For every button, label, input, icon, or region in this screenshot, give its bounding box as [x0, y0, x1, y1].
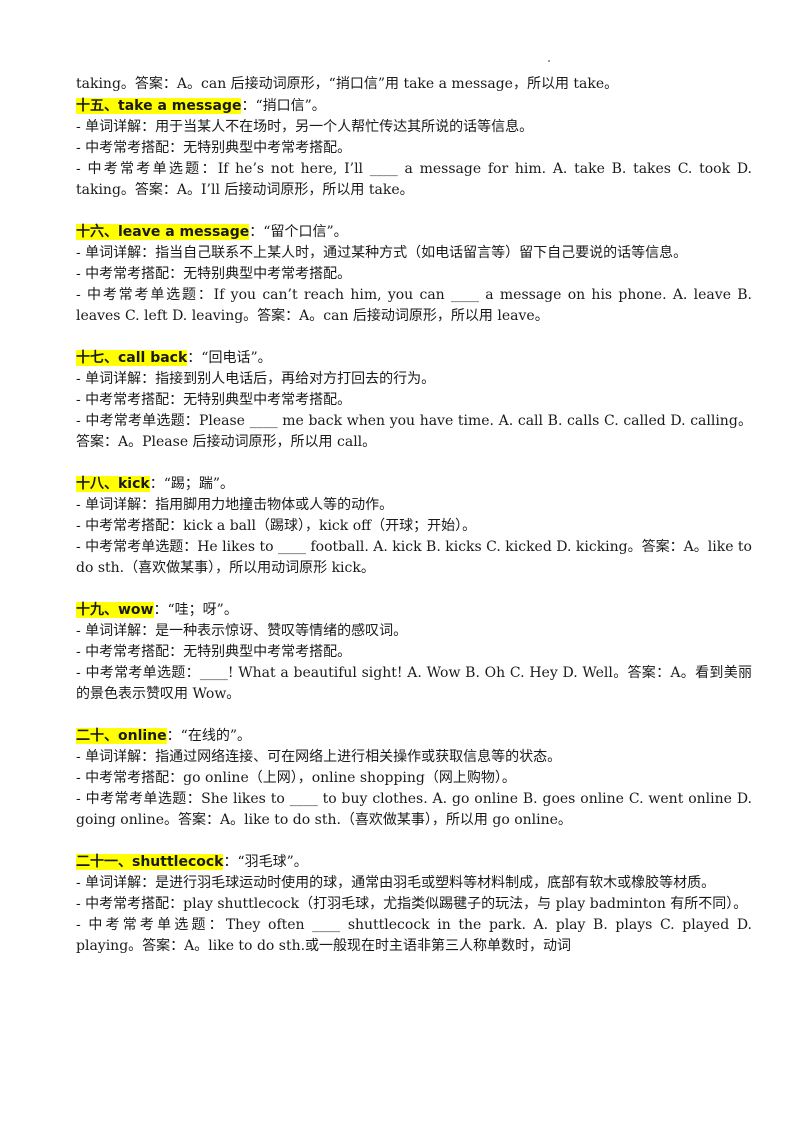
entry-line: - 中考常考单选题：____! What a beautiful sight! … [76, 665, 752, 702]
entry-term-highlight: 二十一、shuttlecock [76, 854, 224, 870]
vocab-entry: 十八、kick：“踢；踹”。 - 单词详解：指用脚用力地撞击物体或人等的动作。 - … [76, 473, 752, 579]
entry-line: - 单词详解：指接到别人电话后，再给对方打回去的行为。 [76, 371, 436, 387]
entry-line: - 中考常考搭配：无特别典型中考常考搭配。 [76, 266, 352, 282]
vocab-entry: 十六、leave a message：“留个口信”。 - 单词详解：指当自己联系不… [76, 221, 752, 327]
entry-heading: 十九、wow：“哇；呀”。 [76, 599, 752, 621]
entry-heading: 十六、leave a message：“留个口信”。 [76, 221, 752, 243]
document-body: taking。答案：A。can 后接动词原形，“捎口信”用 take a mes… [76, 74, 752, 957]
vocab-entry: 十七、call back：“回电话”。 - 单词详解：指接到别人电话后，再给对方打… [76, 347, 752, 453]
entry-term-highlight: 十八、kick [76, 476, 150, 492]
entry-term-highlight: 十五、take a message [76, 98, 242, 114]
entry-line: - 单词详解：是进行羽毛球运动时使用的球，通常由羽毛或塑料等材料制成，底部有软木… [76, 875, 716, 891]
entry-line: - 中考常考单选题：They often ____ shuttlecock in… [76, 917, 752, 954]
intro-text: taking。答案：A。can 后接动词原形，“捎口信”用 take a mes… [76, 76, 619, 92]
entry-line: - 中考常考搭配：go online（上网），online shopping（网… [76, 770, 516, 786]
entry-heading: 十八、kick：“踢；踹”。 [76, 473, 752, 495]
entry-line: - 中考常考单选题：If you can’t reach him, you ca… [76, 287, 752, 324]
entry-term-highlight: 二十、online [76, 728, 167, 744]
entry-line: - 中考常考单选题：She likes to ____ to buy cloth… [76, 791, 752, 828]
vocab-entry: 二十、online：“在线的”。 - 单词详解：指通过网络连接、可在网络上进行相关… [76, 725, 752, 831]
entry-line: - 中考常考搭配：无特别典型中考常考搭配。 [76, 644, 352, 660]
vocab-entry: 十九、wow：“哇；呀”。 - 单词详解：是一种表示惊讶、赞叹等情绪的感叹词。 - … [76, 599, 752, 705]
entry-meaning: ：“哇；呀”。 [153, 602, 238, 618]
vocab-entry: 十五、take a message：“捎口信”。 - 单词详解：用于当某人不在场时… [76, 95, 752, 201]
entry-meaning: ：“回电话”。 [187, 350, 272, 366]
entry-line: - 单词详解：指通过网络连接、可在网络上进行相关操作或获取信息等的状态。 [76, 749, 562, 765]
entry-meaning: ：“在线的”。 [166, 728, 251, 744]
entry-heading: 十七、call back：“回电话”。 [76, 347, 752, 369]
entry-line: - 中考常考搭配：无特别典型中考常考搭配。 [76, 140, 352, 156]
vocabulary-sections: 十五、take a message：“捎口信”。 - 单词详解：用于当某人不在场时… [76, 95, 752, 957]
entry-term-highlight: 十九、wow [76, 602, 154, 618]
entry-line: - 单词详解：是一种表示惊讶、赞叹等情绪的感叹词。 [76, 623, 408, 639]
entry-line: - 中考常考搭配：play shuttlecock（打羽毛球，尤指类似踢毽子的玩… [76, 896, 748, 912]
entry-heading: 十五、take a message：“捎口信”。 [76, 95, 752, 117]
entry-meaning: ：“捎口信”。 [241, 98, 326, 114]
entry-line: - 单词详解：指当自己联系不上某人时，通过某种方式（如电话留言等）留下自己要说的… [76, 245, 688, 261]
entry-line: - 单词详解：指用脚用力地撞击物体或人等的动作。 [76, 497, 394, 513]
entry-meaning: ：“羽毛球”。 [223, 854, 308, 870]
entry-line: - 中考常考单选题：If he’s not here, I’ll ____ a … [76, 161, 752, 198]
entry-line: - 中考常考搭配：无特别典型中考常考搭配。 [76, 392, 352, 408]
entry-line: - 中考常考单选题：He likes to ____ football. A. … [76, 539, 752, 576]
vocab-entry: 二十一、shuttlecock：“羽毛球”。 - 单词详解：是进行羽毛球运动时使用… [76, 851, 752, 957]
entry-line: - 单词详解：用于当某人不在场时，另一个人帮忙传达其所说的话等信息。 [76, 119, 534, 135]
entry-term-highlight: 十六、leave a message [76, 224, 250, 240]
entry-line: - 中考常考单选题：Please ____ me back when you h… [76, 413, 752, 450]
page-speck [548, 60, 550, 62]
entry-line: - 中考常考搭配：kick a ball（踢球），kick off（开球；开始）… [76, 518, 477, 534]
entry-term-highlight: 十七、call back [76, 350, 188, 366]
entry-heading: 二十一、shuttlecock：“羽毛球”。 [76, 851, 752, 873]
entry-meaning: ：“留个口信”。 [249, 224, 348, 240]
entry-meaning: ：“踢；踹”。 [149, 476, 235, 492]
entry-heading: 二十、online：“在线的”。 [76, 725, 752, 747]
